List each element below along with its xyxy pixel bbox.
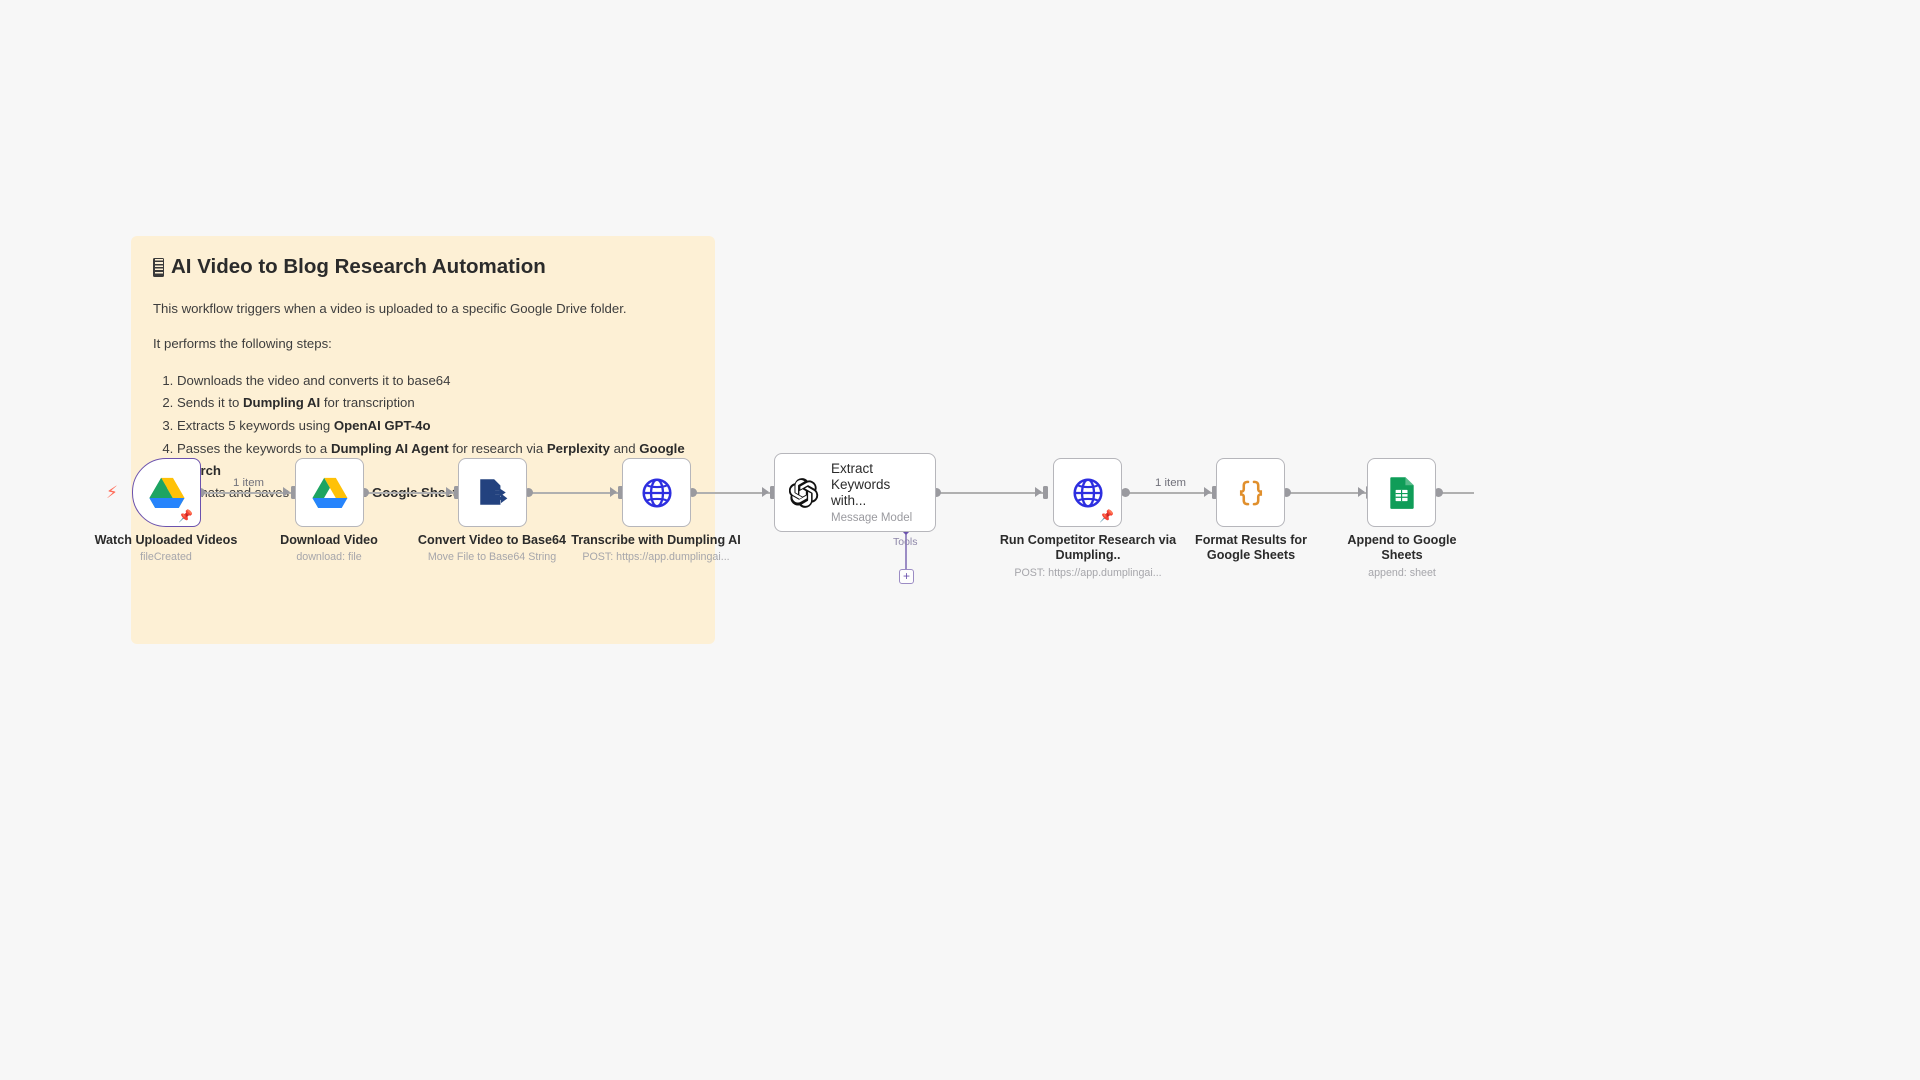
add-tool-button[interactable]: +	[899, 569, 914, 584]
input-port[interactable]	[618, 486, 623, 499]
edge-arrow-icon	[610, 487, 617, 497]
sticky-note-intro: This workflow triggers when a video is u…	[153, 300, 627, 316]
openai-icon	[789, 477, 819, 508]
sticky-note-title: AI Video to Blog Research Automation	[153, 254, 693, 281]
pin-icon[interactable]: 📌	[178, 509, 193, 523]
edge-append-output-stub	[1438, 492, 1474, 494]
input-port[interactable]	[1043, 486, 1048, 499]
node-title: Watch Uploaded Videos	[94, 533, 238, 547]
input-port[interactable]	[454, 486, 459, 499]
node-subtitle: POST: https://app.dumplingai...	[582, 551, 730, 564]
edge-arrow-icon	[1035, 487, 1042, 497]
input-port[interactable]	[291, 486, 296, 499]
output-port[interactable]	[932, 488, 941, 497]
pin-icon[interactable]: 📌	[1099, 509, 1114, 523]
node-caption-append-to-google-sheets: Append to Google Sheets append: sheet	[1326, 533, 1478, 580]
tools-connector-line	[905, 528, 907, 570]
edge-agent-to-research	[936, 492, 1046, 494]
node-title: Convert Video to Base64	[417, 533, 567, 547]
edge-label-items: 1 item	[1155, 477, 1187, 489]
output-port[interactable]	[1282, 488, 1291, 497]
node-download-video[interactable]	[295, 458, 364, 527]
output-port[interactable]	[1434, 488, 1443, 497]
node-caption-run-competitor-research: Run Competitor Research via Dumpling.. P…	[993, 533, 1183, 580]
google-sheets-icon	[1388, 476, 1416, 510]
node-subtitle: Message Model	[831, 511, 913, 524]
edge-label-items: 1 item	[233, 477, 265, 489]
globe-http-icon	[640, 476, 674, 510]
node-format-results-for-google-sheets[interactable]	[1216, 458, 1285, 527]
output-port[interactable]	[360, 488, 369, 497]
list-item: Sends it to Dumpling AI for transcriptio…	[177, 392, 693, 413]
node-title: Append to Google Sheets	[1347, 533, 1457, 563]
node-title: Download Video	[280, 533, 378, 547]
film-strip-icon	[153, 257, 164, 277]
extract-from-file-icon	[476, 476, 510, 510]
edge-research-to-format	[1125, 492, 1215, 494]
node-title: Format Results for Google Sheets	[1195, 533, 1307, 563]
code-braces-icon	[1234, 476, 1268, 510]
edge-transcribe-to-agent	[692, 492, 774, 494]
node-caption-format-results-for-google-sheets: Format Results for Google Sheets	[1175, 533, 1327, 567]
list-item: Passes the keywords to a Dumpling AI Age…	[177, 438, 693, 481]
node-subtitle: fileCreated	[140, 551, 192, 564]
edge-convert-to-transcribe	[528, 492, 622, 494]
sticky-note-steps-header: It performs the following steps:	[153, 336, 332, 352]
edge-arrow-icon	[762, 487, 769, 497]
edge-arrow-icon	[1204, 487, 1211, 497]
tools-connector-label: Tools	[893, 536, 918, 548]
lightning-bolt-icon: ⚡	[106, 483, 118, 502]
node-transcribe-with-dumpling-ai[interactable]	[622, 458, 691, 527]
edge-arrow-icon	[1358, 487, 1365, 497]
sticky-note[interactable]: AI Video to Blog Research Automation Thi…	[131, 236, 715, 644]
node-run-competitor-research[interactable]: 📌	[1053, 458, 1122, 527]
input-port[interactable]	[1212, 486, 1217, 499]
globe-http-icon	[1071, 476, 1105, 510]
node-convert-video-to-base64[interactable]	[458, 458, 527, 527]
output-port[interactable]	[1121, 488, 1130, 497]
edge-arrow-icon	[283, 487, 290, 497]
edge-format-to-append	[1286, 492, 1376, 494]
node-subtitle: POST: https://app.dumplingai...	[1014, 566, 1162, 579]
node-append-to-google-sheets[interactable]	[1367, 458, 1436, 527]
node-title: Transcribe with Dumpling AI	[571, 533, 741, 547]
node-title: Run Competitor Research via Dumpling..	[999, 533, 1177, 563]
list-item: Downloads the video and converts it to b…	[177, 370, 693, 391]
sticky-note-title-text: AI Video to Blog Research Automation	[171, 255, 546, 278]
node-subtitle: Move File to Base64 String	[427, 551, 557, 564]
google-drive-icon	[311, 477, 348, 509]
node-caption-transcribe-with-dumpling-ai: Transcribe with Dumpling AI POST: https:…	[570, 533, 742, 564]
node-subtitle: append: sheet	[1368, 566, 1436, 579]
edge-arrow-icon	[446, 487, 453, 497]
node-agent-text: Extract Keywords with... Message Model	[831, 461, 921, 523]
edge-download-to-convert	[364, 492, 458, 494]
node-watch-uploaded-videos[interactable]: 📌	[132, 458, 201, 527]
output-port[interactable]	[688, 488, 697, 497]
node-caption-download-video: Download Video download: file	[229, 533, 429, 564]
input-port[interactable]	[770, 486, 775, 499]
edge-watch-to-download	[200, 492, 294, 494]
node-caption-watch-uploaded-videos: Watch Uploaded Videos fileCreated	[66, 533, 266, 564]
node-subtitle: download: file	[296, 551, 362, 564]
google-drive-icon	[148, 477, 185, 509]
node-title: Extract Keywords with...	[831, 461, 891, 508]
node-caption-convert-video-to-base64: Convert Video to Base64 Move File to Bas…	[392, 533, 592, 564]
list-item: Extracts 5 keywords using OpenAI GPT-4o	[177, 415, 693, 436]
output-port[interactable]	[524, 488, 533, 497]
node-extract-keywords[interactable]: Extract Keywords with... Message Model	[774, 453, 936, 532]
